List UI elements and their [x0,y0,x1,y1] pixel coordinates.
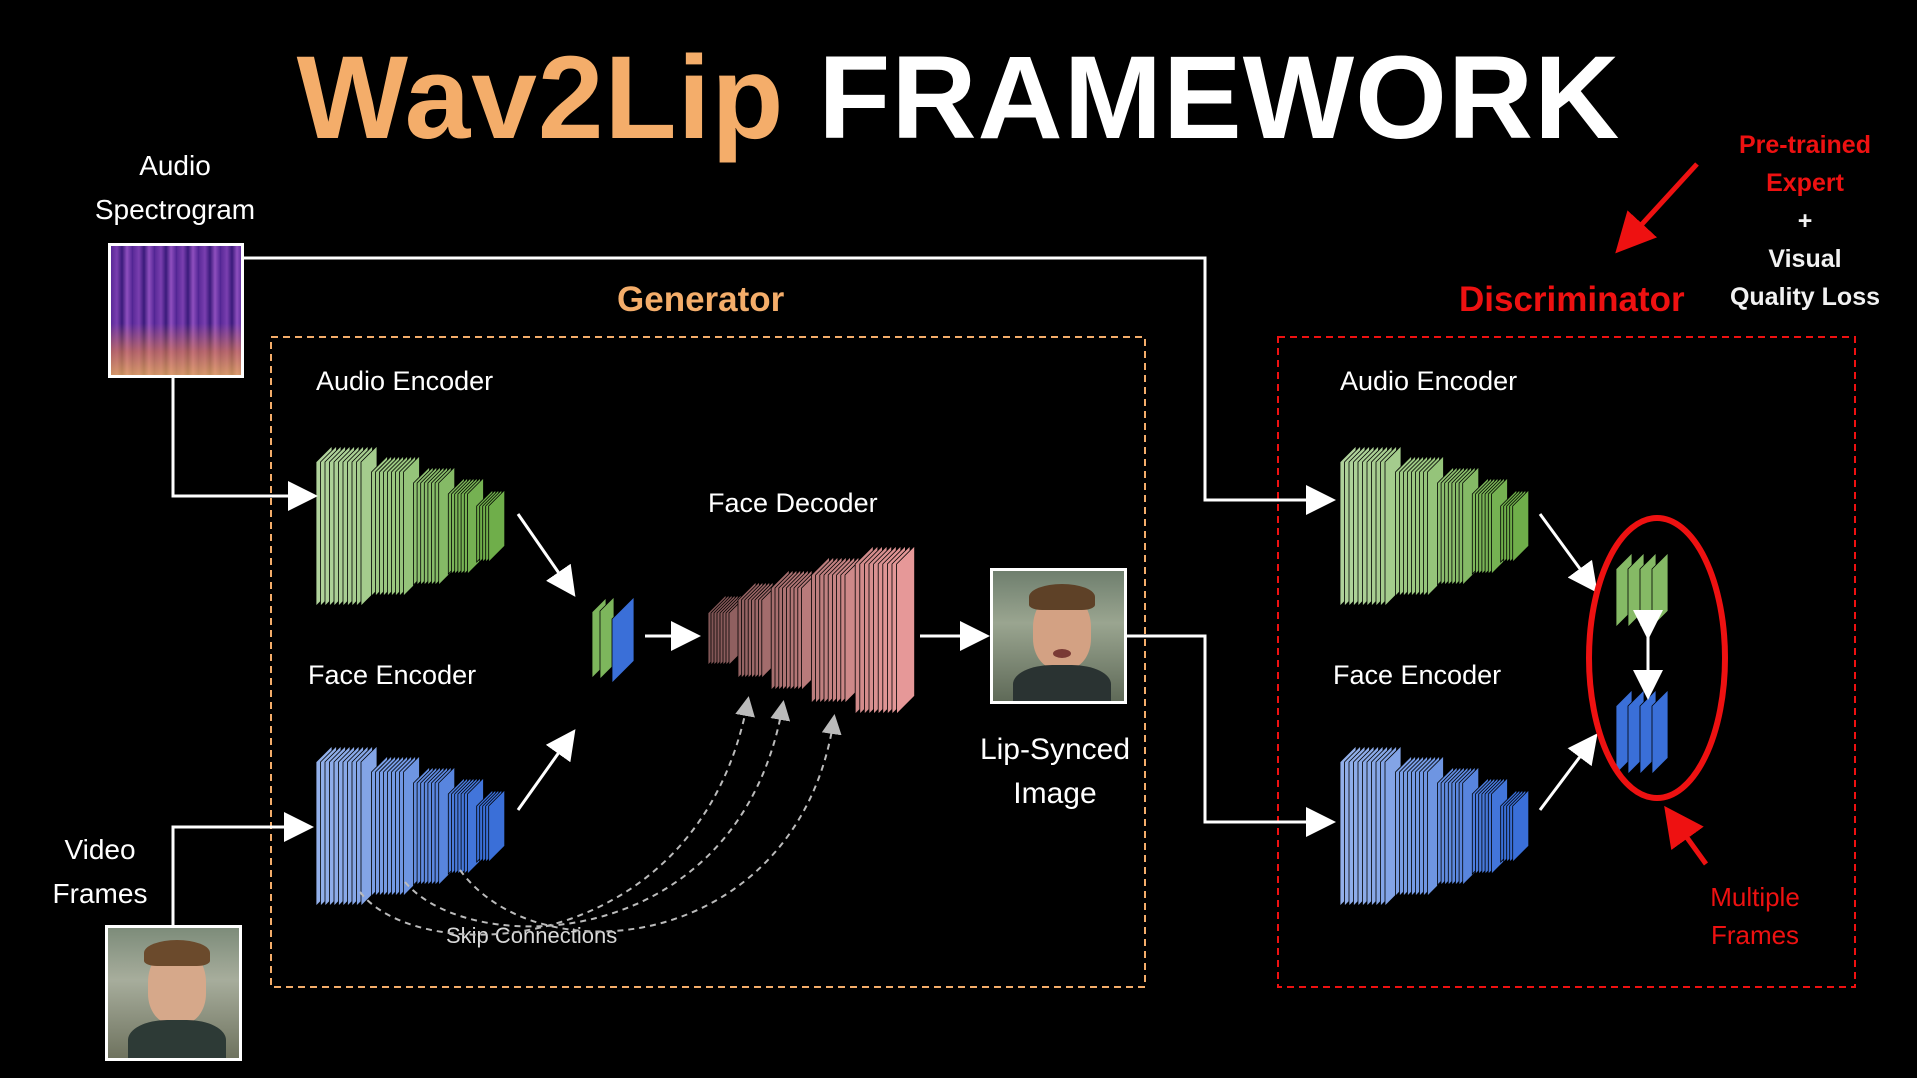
disc-face-encoder-layer-39 [1512,789,1530,863]
gen-audio-encoder-label: Audio Encoder [316,366,494,396]
disc-audio-encoder-label: Audio Encoder [1340,366,1518,396]
gen-face-to-bottleneck-arrow [516,729,576,811]
disc-audio-embed-layer-3 [1651,552,1669,628]
face-decoder-label: Face Decoder [708,488,878,518]
note-line-visual: Visual [1768,245,1842,273]
gen-face-encoder-layer-39 [488,789,506,863]
lip-synced-label-line2: Image [1013,777,1097,810]
discriminator-title: Discriminator [1459,280,1685,319]
lip-synced-label: Lip-Synced Image [960,728,1150,816]
note-line-plus: + [1797,207,1813,235]
lip-synced-image [990,568,1127,704]
generator-title: Generator [617,280,785,319]
face-decoder-layer-43 [896,545,915,715]
video-frames-label: Video Frames [20,828,180,916]
note-line-expert: Expert [1766,169,1844,197]
multiple-frames-note: Multiple Frames [1660,878,1850,954]
generator-box [270,336,1146,988]
note-line-multiple: Multiple [1710,882,1800,912]
page-title: Wav2Lip FRAMEWORK [0,30,1917,166]
disc-audio-encoder-layer-39 [1512,489,1530,563]
title-framework: FRAMEWORK [818,32,1621,164]
note-line-frames: Frames [1710,920,1800,950]
frames-pointer-arrow [1664,805,1709,866]
note-line-pretrained: Pre-trained [1739,131,1871,159]
lip-synced-label-line1: Lip-Synced [979,733,1131,766]
note-line-quality-loss: Quality Loss [1729,283,1881,311]
video-frame-image [105,925,242,1061]
pretrained-expert-note: Pre-trained Expert + Visual Quality Loss [1700,126,1910,316]
video-to-gen-line [171,812,314,925]
disc-face-encoder-label: Face Encoder [1333,660,1502,690]
gen-audio-encoder-layer-39 [488,489,506,563]
multiple-frames-ellipse [1586,515,1728,801]
disc-audio-arrow [1538,513,1598,593]
skip-connection-2 [404,700,791,928]
spectrogram-image [108,243,244,378]
audio-to-gen-line [171,378,318,511]
expert-pointer-arrow [1615,162,1699,254]
audio-label-line1: Audio [139,150,211,181]
title-wav2lip: Wav2Lip [296,32,785,164]
skip-connection-3 [459,714,842,933]
bottleneck-face [611,596,635,684]
gen-face-encoder-label: Face Encoder [308,660,477,690]
video-label-line2: Frames [52,878,148,909]
audio-spectrogram-label: Audio Spectrogram [55,144,295,232]
skip-connection-1 [359,696,755,936]
output-to-disc-line [1127,634,1336,837]
video-label-line1: Video [64,834,136,865]
disc-face-arrow [1538,733,1598,811]
discriminator-box [1277,336,1856,988]
gen-audio-to-bottleneck-arrow [516,513,576,597]
audio-label-line2: Spectrogram [94,194,256,225]
audio-to-disc-line [244,256,1336,515]
